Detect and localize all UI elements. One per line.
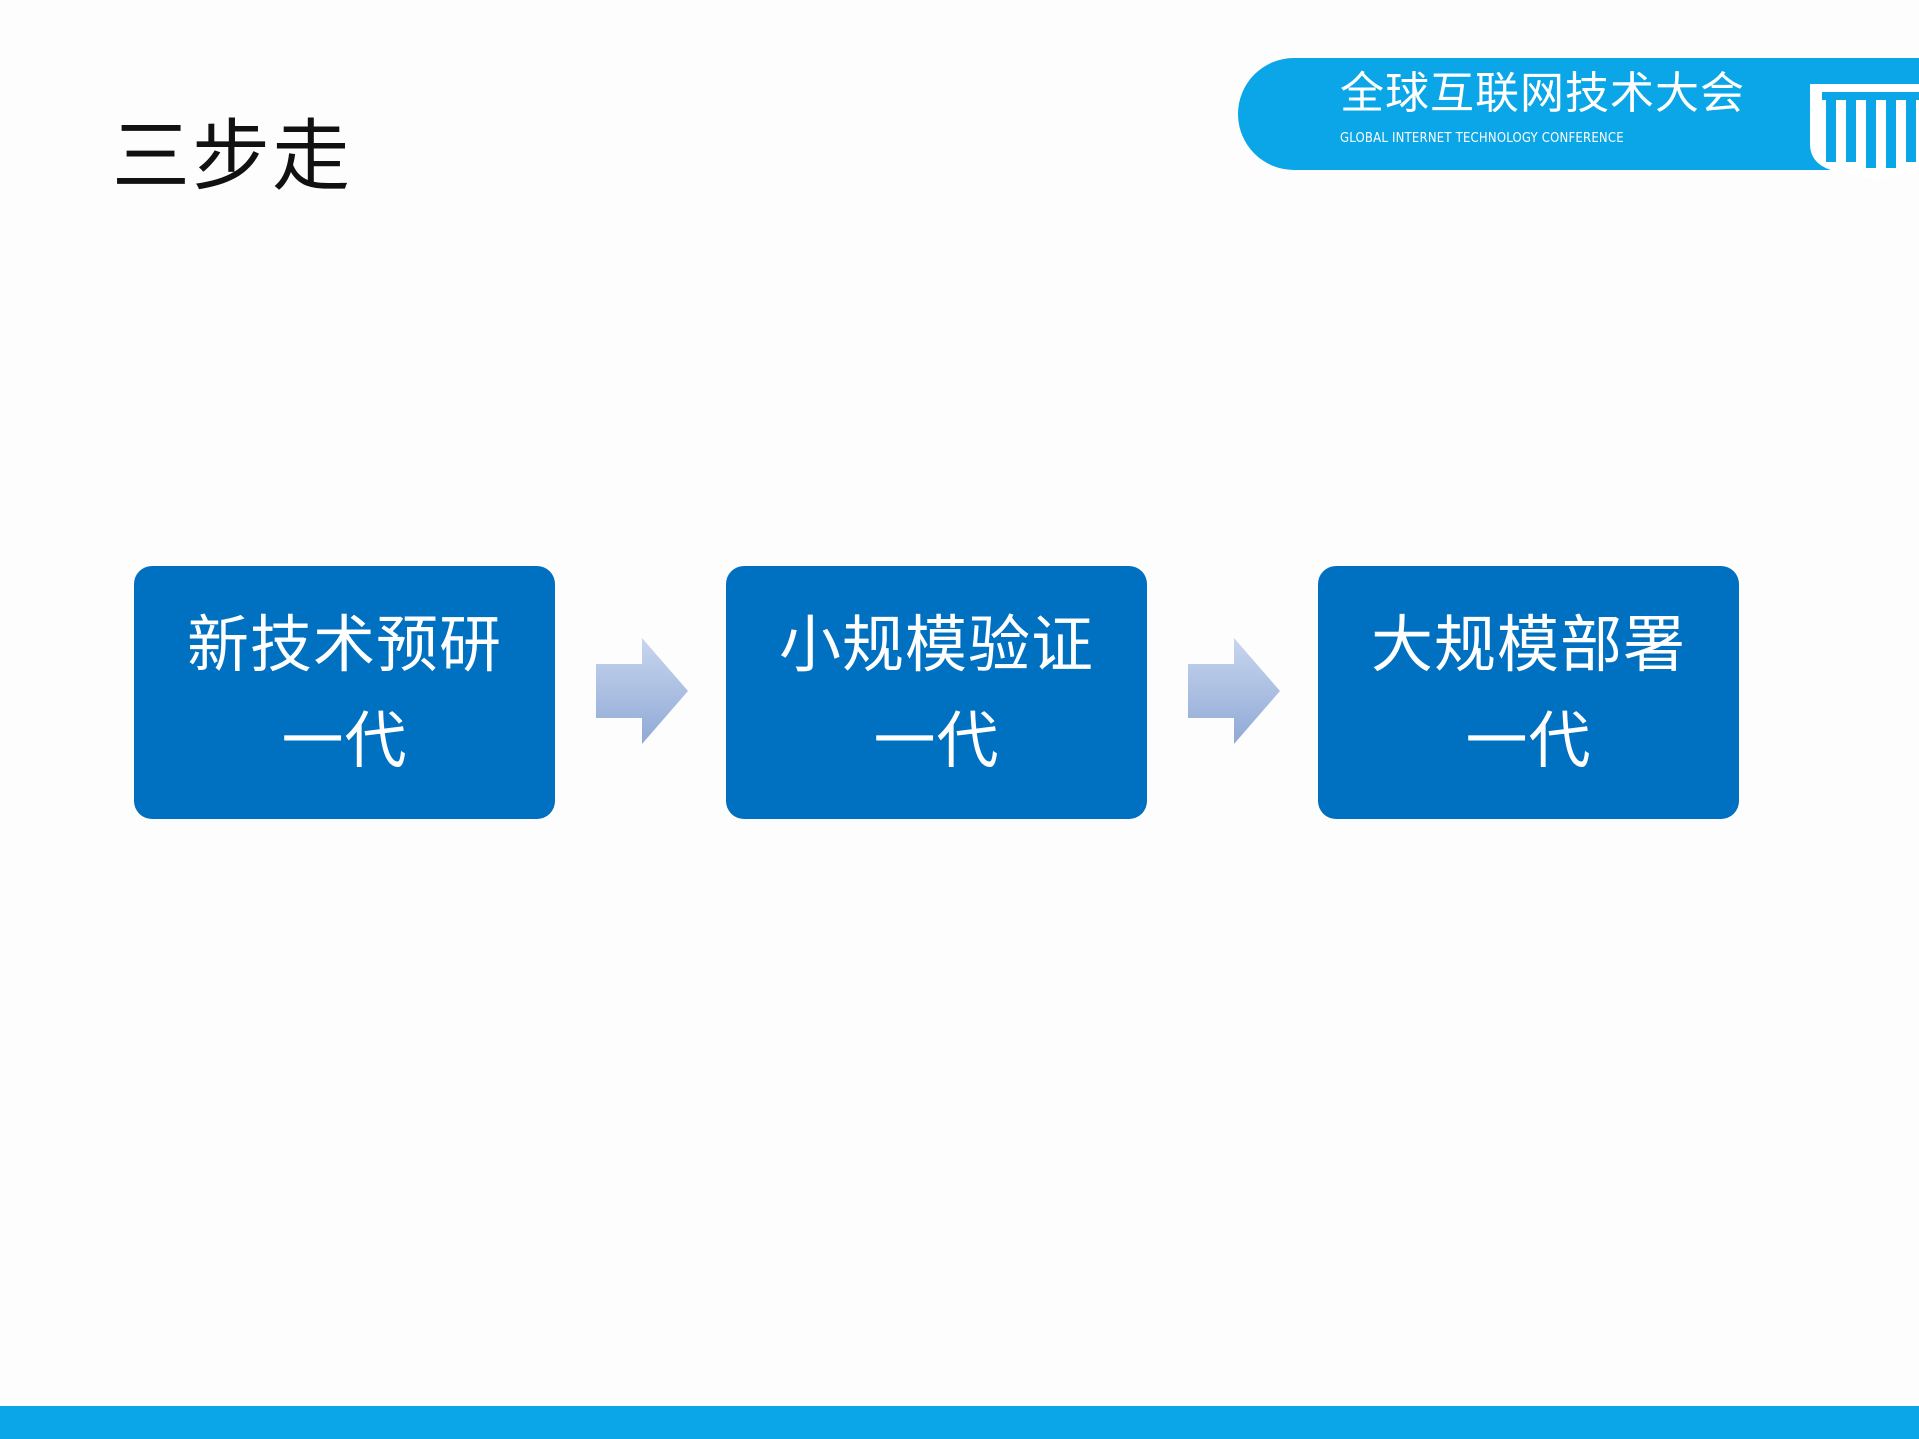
step-box-validation: 小规模验证 一代 <box>726 566 1147 819</box>
step-label: 新技术预研 <box>186 607 502 681</box>
banner-title-cn: 全球互联网技术大会 <box>1340 68 1745 119</box>
slide-title: 三步走 <box>112 112 353 202</box>
step-label: 小规模验证 <box>778 607 1094 681</box>
banner-title-en: GLOBAL INTERNET TECHNOLOGY CONFERENCE <box>1340 131 1624 146</box>
step-label: 大规模部署 <box>1370 607 1686 681</box>
step-generation-label: 一代 <box>1465 703 1592 777</box>
step-generation-label: 一代 <box>281 703 408 777</box>
step-generation-label: 一代 <box>873 703 1000 777</box>
bottom-bar <box>0 1406 1919 1439</box>
right-arrow-icon <box>1188 638 1280 744</box>
conference-banner: 全球互联网技术大会 GLOBAL INTERNET TECHNOLOGY CON… <box>1238 58 1919 180</box>
step-box-deployment: 大规模部署 一代 <box>1318 566 1739 819</box>
right-arrow-icon <box>596 638 688 744</box>
step-box-research: 新技术预研 一代 <box>134 566 555 819</box>
gitc-logo-icon <box>1810 84 1919 180</box>
